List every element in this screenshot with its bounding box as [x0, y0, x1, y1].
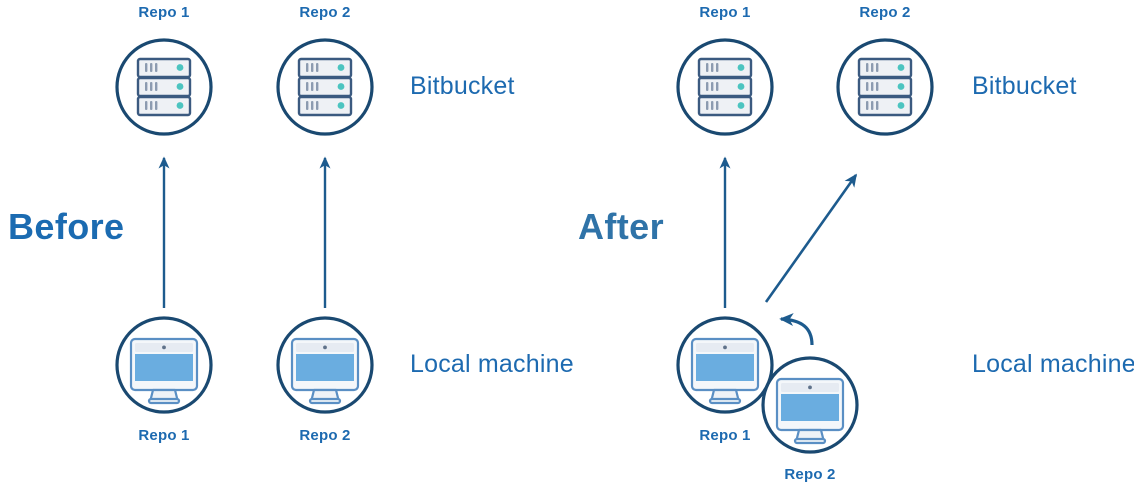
node-label-before-remote-repo-1: Repo 1 — [138, 4, 190, 21]
section-title-before: Before — [8, 206, 125, 247]
node-label-before-remote-repo-2: Repo 2 — [299, 4, 351, 21]
node-label-before-local-repo-2: Repo 2 — [299, 427, 351, 444]
server-icon — [697, 57, 753, 117]
server-icon — [857, 57, 913, 117]
server-icon — [136, 57, 192, 117]
node-before-remote-repo-1[interactable] — [115, 38, 213, 136]
node-after-local-repo-2[interactable] — [761, 356, 859, 454]
node-after-remote-repo-2[interactable] — [836, 38, 934, 136]
row-label-local-machine-right: Local machine — [972, 350, 1134, 378]
node-after-remote-repo-1[interactable] — [676, 38, 774, 136]
row-label-bitbucket-left: Bitbucket — [410, 72, 515, 100]
row-label-local-machine-left: Local machine — [410, 350, 574, 378]
row-label-bitbucket-right: Bitbucket — [972, 72, 1077, 100]
node-label-after-local-repo-2: Repo 2 — [784, 466, 836, 483]
node-label-after-remote-repo-1: Repo 1 — [699, 4, 751, 21]
server-icon — [297, 57, 353, 117]
connector-after-local-link — [779, 313, 814, 346]
node-before-remote-repo-2[interactable] — [276, 38, 374, 136]
node-label-after-local-repo-1: Repo 1 — [699, 427, 751, 444]
node-before-local-repo-2[interactable] — [276, 316, 374, 414]
node-before-local-repo-1[interactable] — [115, 316, 213, 414]
node-after-local-repo-1[interactable] — [676, 316, 774, 414]
node-label-before-local-repo-1: Repo 1 — [138, 427, 190, 444]
section-title-after: After — [578, 206, 665, 247]
node-label-after-remote-repo-2: Repo 2 — [859, 4, 911, 21]
connector-after-push-repo-2 — [764, 173, 858, 303]
